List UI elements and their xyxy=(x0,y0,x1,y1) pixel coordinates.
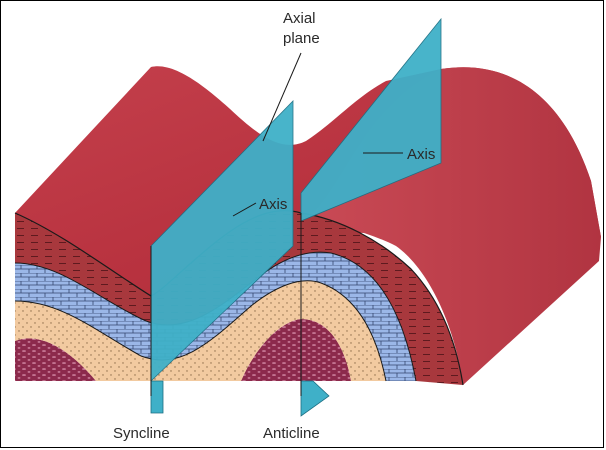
axis-left-label: Axis xyxy=(259,196,287,213)
axial-plane-label-line2: plane xyxy=(283,30,320,47)
anticline-label: Anticline xyxy=(263,425,320,442)
syncline-label: Syncline xyxy=(113,425,170,442)
axial-plane-anticline-lower xyxy=(301,381,329,416)
axial-plane-label-line1: Axial xyxy=(283,10,316,27)
axial-plane-syncline-lower xyxy=(151,381,163,413)
axis-right-label: Axis xyxy=(407,146,435,163)
